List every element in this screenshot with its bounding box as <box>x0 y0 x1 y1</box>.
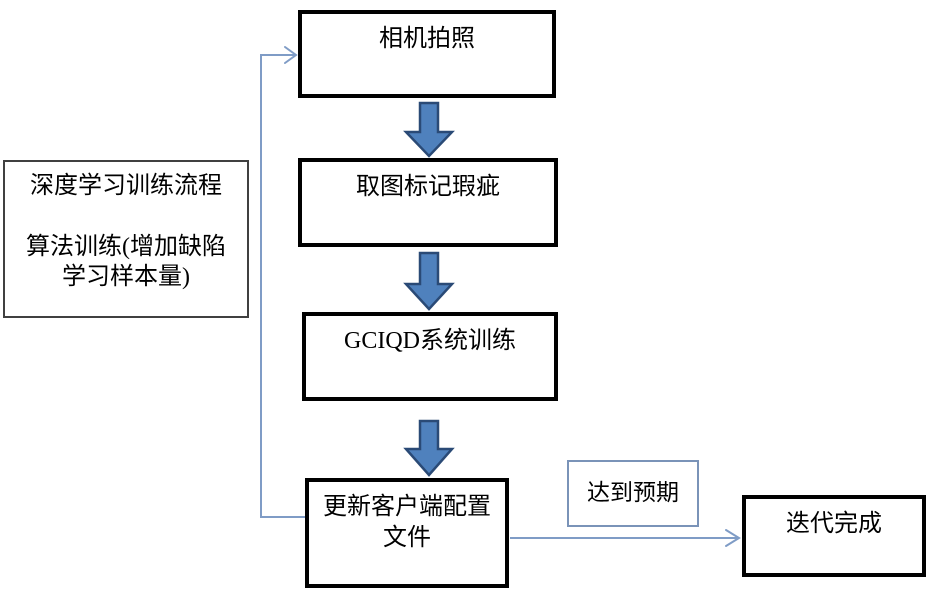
annotation-line-1: 深度学习训练流程 <box>30 173 222 199</box>
down-arrow-3-icon <box>403 419 455 477</box>
node-mark-defects: 取图标记瑕疵 <box>298 158 558 247</box>
down-arrow-2-icon <box>403 251 455 311</box>
condition-label: 达到预期 <box>587 480 679 505</box>
feedback-connector-line <box>260 54 306 518</box>
node-gciqd-training: GCIQD系统训练 <box>302 312 558 401</box>
node-label-line-2: 文件 <box>383 525 431 551</box>
node-label: 取图标记瑕疵 <box>356 174 500 200</box>
annotation-line-3: 学习样本量) <box>62 264 190 290</box>
branch-arrowhead-icon <box>725 529 741 547</box>
annotation-panel: 深度学习训练流程 算法训练(增加缺陷 学习样本量) <box>3 160 249 318</box>
condition-label-expectation-met: 达到预期 <box>567 460 699 527</box>
node-camera-capture: 相机拍照 <box>298 10 556 98</box>
node-iteration-complete: 迭代完成 <box>742 495 926 577</box>
annotation-line-2: 算法训练(增加缺陷 <box>26 234 226 260</box>
node-label: 迭代完成 <box>786 511 882 537</box>
node-label-line-1: 更新客户端配置 <box>323 494 491 520</box>
node-label: GCIQD系统训练 <box>344 328 516 354</box>
node-label: 相机拍照 <box>379 26 475 52</box>
node-update-client-config: 更新客户端配置 文件 <box>305 478 509 588</box>
down-arrow-1-icon <box>403 101 455 158</box>
